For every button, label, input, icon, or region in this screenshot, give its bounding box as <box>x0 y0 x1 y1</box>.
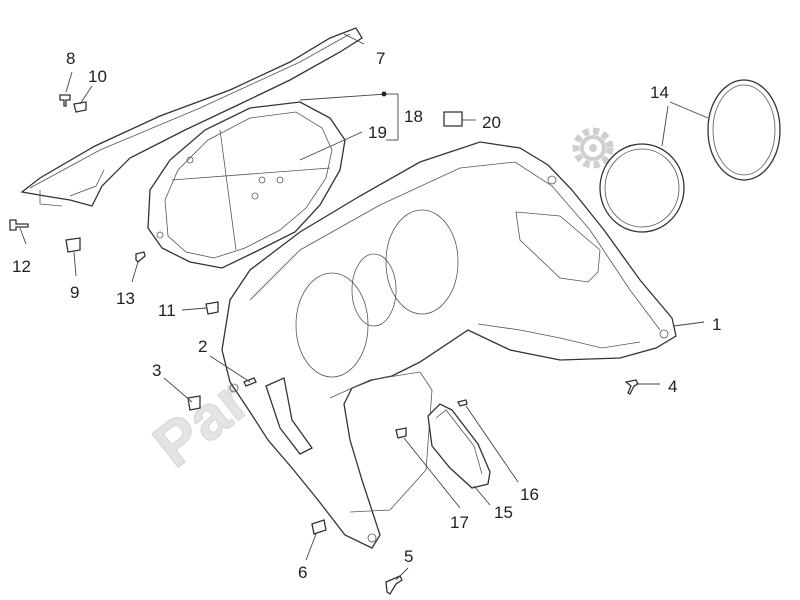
callout-14: 14 <box>650 83 669 102</box>
leader-lines <box>19 33 709 581</box>
callout-2: 2 <box>198 337 207 356</box>
callout-5: 5 <box>404 547 413 566</box>
callout-17: 17 <box>450 513 469 532</box>
callout-19: 19 <box>368 123 387 142</box>
screw-4 <box>624 379 639 395</box>
callout-7: 7 <box>376 49 385 68</box>
clip-20 <box>443 111 463 127</box>
clip-11 <box>205 301 219 315</box>
callout-9: 9 <box>70 283 79 302</box>
callout-1: 1 <box>712 315 721 334</box>
upper-cover <box>20 27 363 207</box>
callout-16: 16 <box>520 485 539 504</box>
clip-6 <box>311 519 327 535</box>
screw-13 <box>135 251 146 263</box>
callout-18: 18 <box>404 107 423 126</box>
callout-13: 13 <box>116 289 135 308</box>
callout-15: 15 <box>494 503 513 522</box>
callout-6: 6 <box>298 563 307 582</box>
inner-cover <box>427 403 491 489</box>
lens-rings <box>599 79 781 233</box>
screw-8 <box>59 94 71 107</box>
callout-20: 20 <box>482 113 501 132</box>
gear-icon <box>572 127 614 169</box>
callout-11: 11 <box>158 301 176 320</box>
callout-10: 10 <box>88 67 107 86</box>
screw-5 <box>385 575 403 595</box>
callout-12: 12 <box>12 257 31 276</box>
dashboard-shell <box>221 141 677 549</box>
clip-17 <box>395 427 407 439</box>
hardware <box>9 94 639 595</box>
clip-9 <box>65 237 81 253</box>
clip-10 <box>73 101 87 113</box>
bracket-2 <box>265 377 313 455</box>
callout-8: 8 <box>66 49 75 68</box>
callout-3: 3 <box>152 361 161 380</box>
instrument-cluster <box>147 101 346 269</box>
clip-3 <box>187 395 201 411</box>
callouts: 1 2 3 4 5 6 7 8 9 10 11 12 13 14 15 16 1… <box>12 49 721 582</box>
screw-12 <box>9 219 29 231</box>
callout-4: 4 <box>668 377 677 396</box>
screw-16 <box>457 399 468 407</box>
callout-18-marker <box>381 91 387 97</box>
